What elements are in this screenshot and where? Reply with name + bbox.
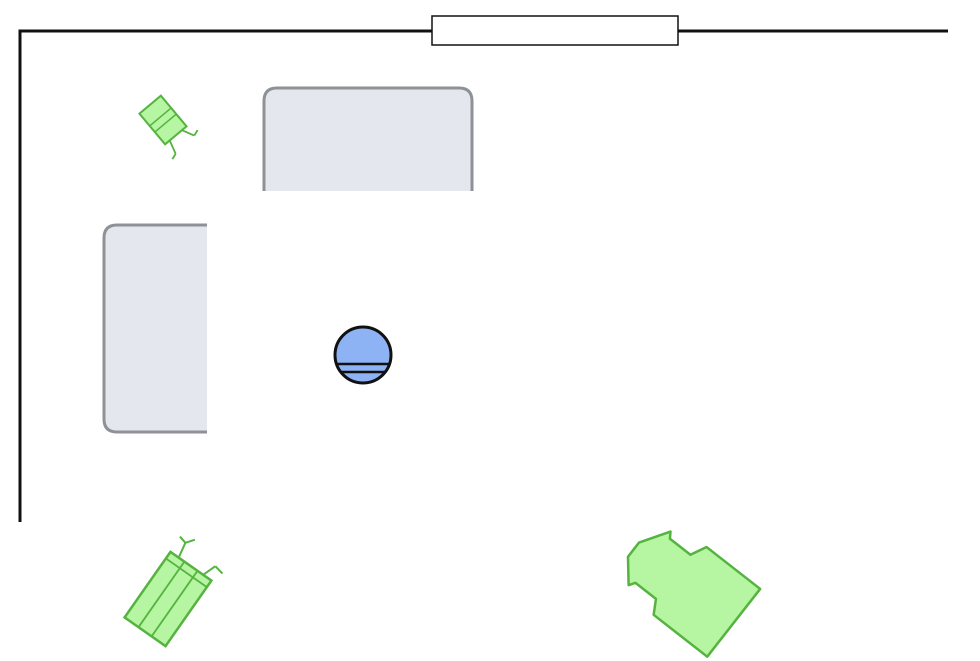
potted-plant-large[interactable] (122, 532, 230, 649)
potted-plant-small[interactable] (136, 92, 201, 160)
sofa-left[interactable] (102, 223, 207, 434)
armchair-icon[interactable] (610, 513, 762, 658)
wall-left-top (18, 29, 432, 522)
sofa-top[interactable] (262, 86, 474, 191)
room-walls (18, 29, 948, 522)
robot-vacuum-icon[interactable] (333, 325, 393, 385)
window-icon[interactable] (431, 15, 679, 46)
